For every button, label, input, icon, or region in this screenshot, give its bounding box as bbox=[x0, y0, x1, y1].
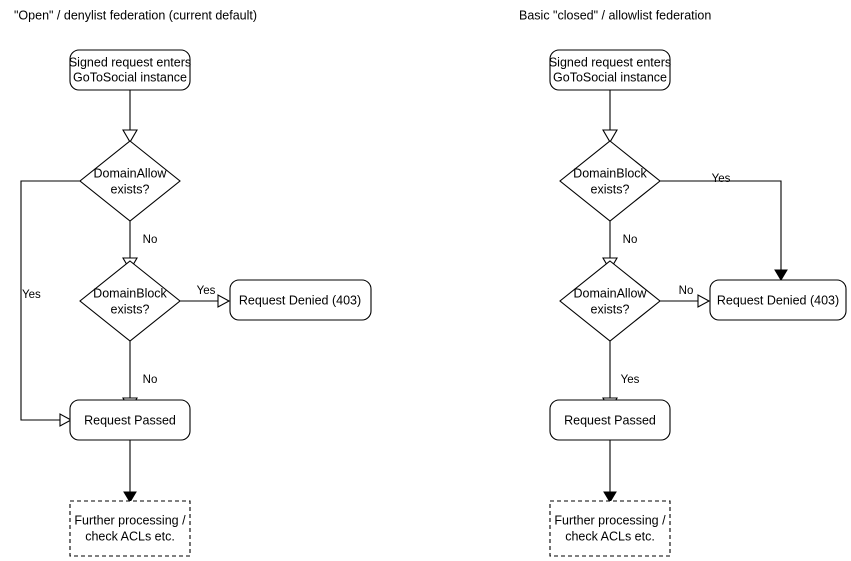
edge-label-decision1-yes: Yes bbox=[712, 173, 731, 185]
decision2-line2: exists? bbox=[591, 302, 630, 316]
arrowhead-solid-icon bbox=[603, 491, 617, 503]
decision1-diamond-shape bbox=[559, 140, 661, 222]
node-decision-domainblock-allowlist[interactable]: DomainBlock exists? bbox=[559, 140, 661, 222]
decision2-line2: exists? bbox=[111, 302, 150, 316]
further-processing-line2: check ACLs etc. bbox=[565, 529, 655, 543]
request-denied-label: Request Denied (403) bbox=[239, 293, 361, 307]
edge-label-decision2-no: No bbox=[143, 374, 158, 386]
request-denied-label: Request Denied (403) bbox=[717, 293, 839, 307]
node-entry-denylist[interactable]: Signed request enters GoToSocial instanc… bbox=[69, 49, 191, 91]
arrowhead-open-icon bbox=[217, 294, 231, 308]
node-entry-allowlist[interactable]: Signed request enters GoToSocial instanc… bbox=[549, 49, 671, 91]
decision1-line2: exists? bbox=[111, 182, 150, 196]
further-processing-line1: Further processing / bbox=[554, 513, 666, 527]
node-request-denied-denylist[interactable]: Request Denied (403) bbox=[229, 279, 372, 321]
request-denied-shape bbox=[229, 279, 372, 321]
edge-entry-to-decision1-allowlist bbox=[602, 90, 618, 144]
edge-line bbox=[20, 180, 80, 421]
edge-label-decision1-no: No bbox=[623, 234, 638, 246]
edge-label-decision2-yes: Yes bbox=[621, 374, 640, 386]
edge-decision2-no-allowlist: No bbox=[660, 285, 711, 308]
node-decision-domainallow-denylist[interactable]: DomainAllow exists? bbox=[79, 140, 181, 222]
decision2-diamond-shape bbox=[559, 260, 661, 342]
arrowhead-open-icon bbox=[697, 294, 711, 308]
edge-label-decision2-no: No bbox=[679, 285, 694, 297]
node-request-passed-denylist[interactable]: Request Passed bbox=[69, 399, 191, 441]
further-processing-shape bbox=[69, 500, 191, 557]
arrowhead-solid-icon bbox=[123, 491, 137, 503]
request-passed-label: Request Passed bbox=[84, 413, 176, 427]
node-decision-domainallow-allowlist[interactable]: DomainAllow exists? bbox=[559, 260, 661, 342]
entry-node-line1: Signed request enters bbox=[549, 55, 671, 69]
request-passed-label: Request Passed bbox=[564, 413, 656, 427]
edge-line bbox=[660, 180, 782, 272]
entry-node-line2: GoToSocial instance bbox=[553, 70, 667, 84]
node-further-processing-allowlist[interactable]: Further processing / check ACLs etc. bbox=[549, 500, 671, 557]
further-processing-line2: check ACLs etc. bbox=[85, 529, 175, 543]
edge-label-decision1-yes: Yes bbox=[22, 289, 41, 301]
allowlist-column-title: Basic "closed" / allowlist federation bbox=[519, 8, 711, 22]
arrowhead-open-icon bbox=[602, 129, 618, 144]
decision2-line1: DomainBlock bbox=[93, 286, 167, 300]
node-further-processing-denylist[interactable]: Further processing / check ACLs etc. bbox=[69, 500, 191, 557]
edge-passed-to-further-denylist bbox=[123, 440, 137, 503]
edge-decision1-yes-denylist: Yes bbox=[20, 180, 80, 427]
decision2-line1: DomainAllow bbox=[574, 286, 648, 300]
arrowhead-solid-icon bbox=[774, 269, 788, 281]
edge-label-decision1-no: No bbox=[143, 234, 158, 246]
decision1-line1: DomainBlock bbox=[573, 166, 647, 180]
further-processing-line1: Further processing / bbox=[74, 513, 186, 527]
node-request-passed-allowlist[interactable]: Request Passed bbox=[549, 399, 671, 441]
request-denied-shape bbox=[709, 279, 847, 321]
further-processing-shape bbox=[549, 500, 671, 557]
edge-passed-to-further-allowlist bbox=[603, 440, 617, 503]
decision1-line1: DomainAllow bbox=[94, 166, 168, 180]
node-decision-domainblock-denylist[interactable]: DomainBlock exists? bbox=[79, 260, 181, 342]
entry-node-line1: Signed request enters bbox=[69, 55, 191, 69]
column-denylist: "Open" / denylist federation (current de… bbox=[14, 8, 372, 557]
column-allowlist: Basic "closed" / allowlist federation Si… bbox=[519, 8, 847, 557]
node-request-denied-allowlist[interactable]: Request Denied (403) bbox=[709, 279, 847, 321]
arrowhead-open-icon bbox=[59, 413, 73, 427]
edge-label-decision2-yes: Yes bbox=[197, 285, 216, 297]
decision1-diamond-shape bbox=[79, 140, 181, 222]
edge-entry-to-decision1-denylist bbox=[122, 90, 138, 144]
edge-decision1-yes-allowlist: Yes bbox=[660, 173, 788, 281]
decision1-line2: exists? bbox=[591, 182, 630, 196]
decision2-diamond-shape bbox=[79, 260, 181, 342]
denylist-column-title: "Open" / denylist federation (current de… bbox=[14, 8, 257, 22]
edge-decision2-yes-denylist: Yes bbox=[180, 285, 231, 308]
entry-node-line2: GoToSocial instance bbox=[73, 70, 187, 84]
arrowhead-open-icon bbox=[122, 129, 138, 144]
